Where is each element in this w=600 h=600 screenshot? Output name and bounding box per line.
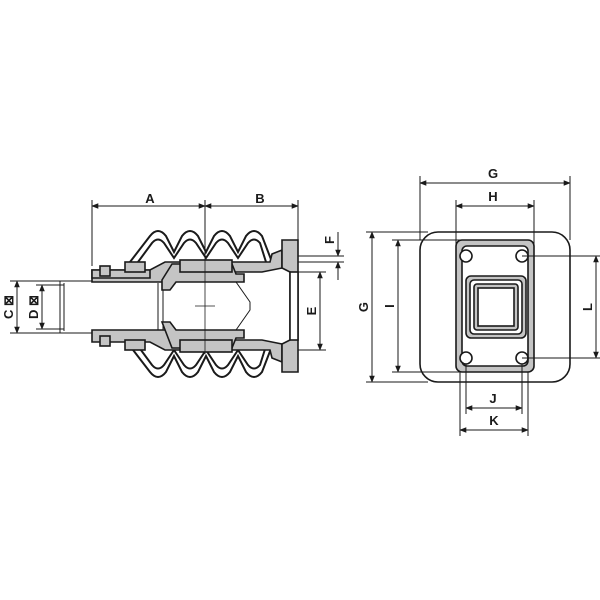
dimension-D-label: D ⊠ [26,295,41,319]
dimension-J-label: J [489,391,496,406]
dimension-G-top-label: G [488,166,498,181]
dimension-F-label: F [322,236,337,244]
side-view [59,230,299,378]
dimension-H-label: H [488,189,497,204]
bolt-hole-top-left [459,249,473,263]
dimension-A-label: A [145,191,155,206]
front-view [419,231,571,383]
dimension-B-label: B [255,191,264,206]
upper-bellows [129,230,273,263]
dimension-G-side-label: G [356,302,371,312]
outer-tube [59,280,164,334]
front-dimensions: G H G I L J K [356,166,600,436]
lower-bellows [129,345,273,378]
dimension-I-label: I [382,304,397,308]
dimension-C-label: C ⊠ [1,295,16,319]
dimension-K-label: K [489,413,499,428]
side-dimensions: A B C ⊠ D ⊠ E F [1,191,344,351]
upper-bellows-inner [137,238,267,263]
dimension-E-label: E [304,306,319,315]
square-bore [477,287,515,327]
bolt-hole-bottom-left [459,351,473,365]
dimension-L-label: L [580,303,595,311]
